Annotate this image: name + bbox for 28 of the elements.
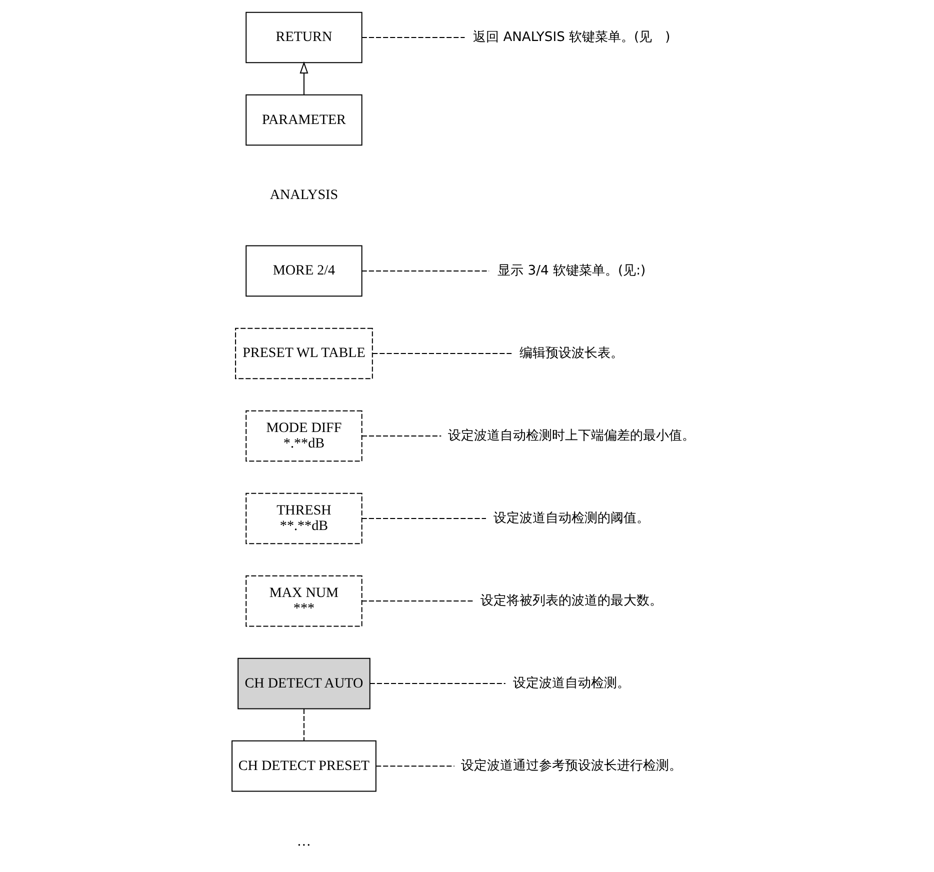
connector (362, 600, 474, 602)
arrow (300, 61, 308, 95)
node-box: MAX NUM *** (246, 575, 362, 627)
node-box: THRESH **.**dB (246, 492, 362, 544)
node-text: 返回 ANALYSIS 软键菜单。(见 ) (473, 30, 670, 45)
node-text: 设定波道自动检测的阈值。 (494, 510, 650, 526)
label: ANALYSIS (270, 187, 338, 204)
node-text: 设定波道通过参考预设波长进行检测。 (461, 758, 682, 774)
node-box: MORE 2/4 (246, 245, 362, 297)
node-text: 设定波道自动检测时上下端偏差的最小值。 (448, 428, 696, 444)
node-text: 设定将被列表的波道的最大数。 (480, 593, 663, 608)
connector (362, 37, 465, 38)
connector (303, 708, 304, 741)
node-box: CH DETECT AUTO (238, 658, 370, 710)
node-box: RETURN (246, 12, 362, 64)
label: … (296, 833, 312, 850)
node-text: 显示 3/4 软键菜单。(见:) (498, 263, 646, 278)
node-text: 编辑预设波长表。 (520, 346, 624, 361)
connector (372, 352, 512, 354)
connector (362, 270, 490, 272)
node-box: CH DETECT PRESET (232, 740, 376, 792)
connector (376, 766, 454, 767)
connector (370, 683, 506, 684)
node-box: MODE DIFF *.**dB (246, 410, 362, 462)
connector (362, 518, 486, 520)
node-box: PRESET WL TABLE (235, 328, 373, 380)
node-text: 设定波道自动检测。 (513, 676, 630, 691)
node-box: PARAMETER (246, 94, 362, 146)
